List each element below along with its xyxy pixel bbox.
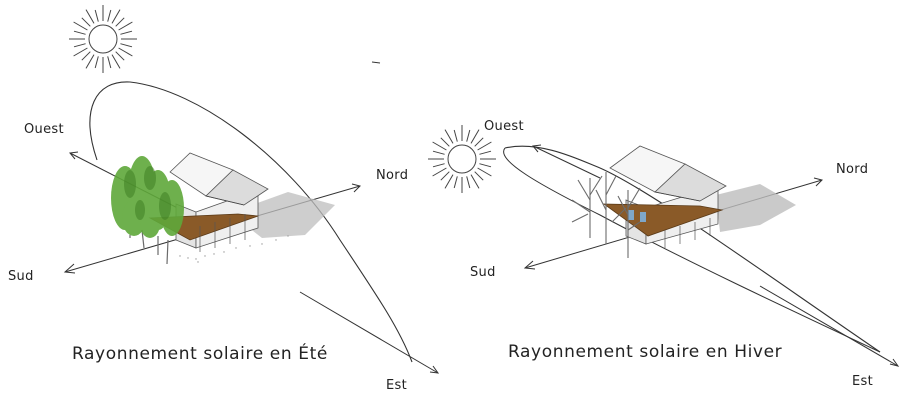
sun-ray xyxy=(73,47,88,57)
sun-ray xyxy=(466,176,471,189)
sun-ray xyxy=(94,56,99,69)
summer-panel xyxy=(63,5,440,374)
summer-ground-texture xyxy=(179,235,289,263)
sun-ray xyxy=(453,176,458,189)
winter-sun-path xyxy=(504,145,881,353)
winter-south-label: Sud xyxy=(470,265,496,280)
winter-panel xyxy=(428,125,900,367)
sun-ray xyxy=(479,150,492,155)
sun-ray xyxy=(111,9,121,24)
winter-house xyxy=(602,145,727,248)
sun-ray xyxy=(115,17,125,27)
sun-ray xyxy=(107,9,112,22)
sun-ray xyxy=(73,43,86,48)
sun-ray xyxy=(81,51,91,61)
sun-ray xyxy=(73,30,86,35)
sun-ray xyxy=(466,129,471,142)
sun-ray xyxy=(120,30,133,35)
sun-ray xyxy=(470,129,480,144)
sun-ray xyxy=(432,167,447,177)
sun-ray xyxy=(440,137,450,147)
sun-ray xyxy=(94,9,99,22)
sun-ray xyxy=(477,167,492,177)
summer-sun-path xyxy=(89,81,413,363)
winter-sun-icon xyxy=(428,125,496,193)
sun-ray xyxy=(453,129,458,142)
sun-ray xyxy=(444,174,454,189)
summer-trees xyxy=(111,156,184,265)
sun-ray xyxy=(440,171,450,181)
summer-east-label: Est xyxy=(386,378,407,393)
sun-ray xyxy=(444,129,454,144)
summer-west-label: Ouest xyxy=(24,122,64,137)
summer-south-label: Sud xyxy=(8,269,34,284)
sun-ray xyxy=(81,17,91,27)
sun-ray xyxy=(432,163,445,168)
winter-bare-trees xyxy=(571,172,641,258)
sun-ray xyxy=(470,174,480,189)
sun-ray xyxy=(479,163,492,168)
summer-north-label: Nord xyxy=(376,168,409,183)
winter-west-label: Ouest xyxy=(484,119,524,134)
summer-caption: Rayonnement solaire en Été xyxy=(72,344,328,364)
sun-ray xyxy=(73,21,88,31)
sun-ray xyxy=(115,51,125,61)
sun-ray xyxy=(118,47,133,57)
sun-ray xyxy=(85,54,95,69)
sun-ray xyxy=(107,56,112,69)
sun-ray xyxy=(120,43,133,48)
winter-north-label: Nord xyxy=(836,162,869,177)
summer-sun-icon xyxy=(69,5,137,73)
sun-ray xyxy=(432,150,445,155)
winter-caption: Rayonnement solaire en Hiver xyxy=(508,342,783,362)
sun-ray xyxy=(474,137,484,147)
winter-east-label: Est xyxy=(852,374,873,389)
sun-ray xyxy=(118,21,133,31)
sun-ray xyxy=(477,141,492,151)
sun-ray xyxy=(111,54,121,69)
sun-ray xyxy=(474,171,484,181)
sun-ray xyxy=(85,9,95,24)
sun-ray xyxy=(432,141,447,151)
winter-house-shadow xyxy=(716,184,796,232)
